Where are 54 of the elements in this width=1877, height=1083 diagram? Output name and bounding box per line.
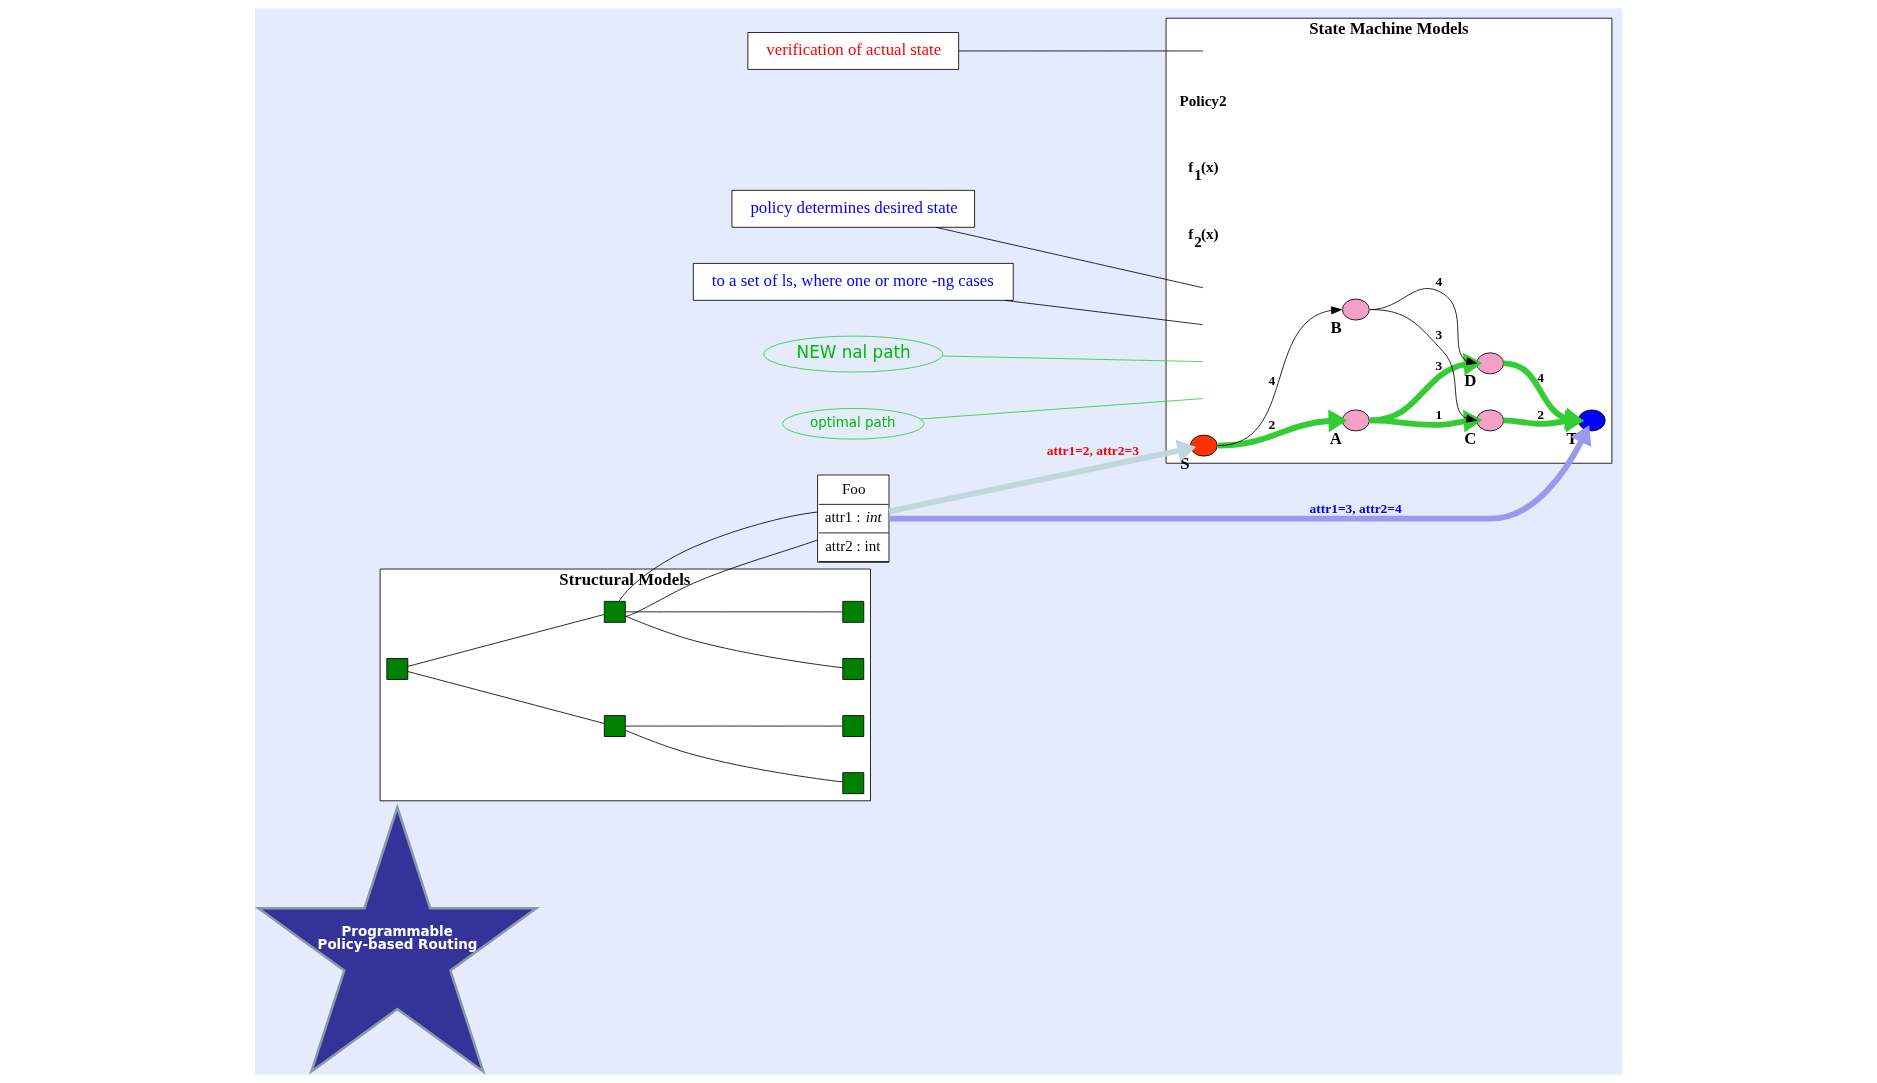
label: Policy2 xyxy=(1179,92,1227,109)
node-box xyxy=(386,658,409,680)
edge-label: 3 xyxy=(1435,357,1443,373)
connector xyxy=(625,539,818,617)
connector xyxy=(625,725,843,727)
arrow xyxy=(1369,309,1478,423)
node-box xyxy=(842,658,865,680)
connector xyxy=(407,671,605,724)
connector xyxy=(407,614,605,667)
connector xyxy=(1004,299,1204,326)
node-label: C xyxy=(1464,428,1477,448)
arrow xyxy=(1369,288,1478,366)
node-label: D xyxy=(1464,371,1477,391)
node-box xyxy=(842,600,865,623)
node-ellipse: NEW nal path xyxy=(763,335,944,373)
connector xyxy=(935,226,1204,289)
edge-label: 4 xyxy=(1268,372,1276,388)
node-circle xyxy=(1190,434,1218,457)
edge-label: attr1=3, attr2=4 xyxy=(1309,501,1402,517)
edge-label: 4 xyxy=(1435,273,1443,289)
connector xyxy=(942,355,1204,363)
connector xyxy=(958,50,1204,52)
edge-label: 2 xyxy=(1537,406,1544,422)
arrow xyxy=(1369,352,1483,424)
connector xyxy=(625,615,844,669)
edge-label: 3 xyxy=(1435,326,1443,342)
arrow xyxy=(888,439,1197,515)
connector xyxy=(625,611,843,613)
node-box xyxy=(603,715,626,737)
node-circle xyxy=(1577,409,1606,432)
edge-label: attr1=2, attr2=3 xyxy=(1046,442,1139,458)
node-circle xyxy=(1476,409,1505,432)
node-circle xyxy=(1476,352,1505,375)
node-box: to a set of ls, where one or more -ng cases xyxy=(692,262,1014,301)
connector xyxy=(920,398,1204,420)
arrow xyxy=(889,425,1592,522)
node-box: policy determines desired state xyxy=(731,189,976,228)
arrow xyxy=(1218,409,1348,449)
node-circle xyxy=(1341,298,1370,321)
node-ellipse: optimal path xyxy=(782,408,925,440)
edge-label: 2 xyxy=(1268,417,1276,433)
node-circle xyxy=(1341,409,1370,432)
connector xyxy=(618,511,818,602)
node-box: verification of actual state xyxy=(747,32,960,70)
node-box xyxy=(603,600,626,623)
node-box xyxy=(842,772,865,795)
edge-label: 4 xyxy=(1537,369,1544,385)
edge-label: 1 xyxy=(1435,407,1443,423)
node-label: A xyxy=(1329,428,1342,448)
cluster: Structural Models xyxy=(379,568,871,802)
node-box xyxy=(842,715,865,737)
node-label: B xyxy=(1330,317,1342,337)
arrow xyxy=(1217,306,1342,447)
node-label: T xyxy=(1566,428,1578,448)
